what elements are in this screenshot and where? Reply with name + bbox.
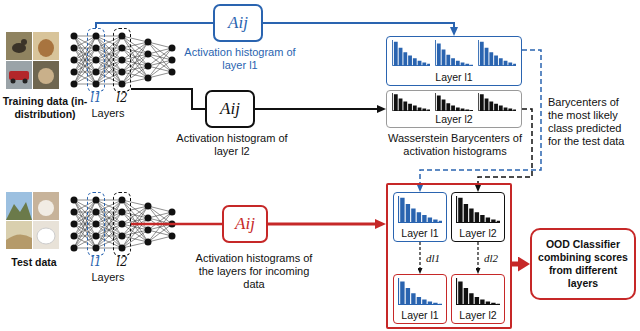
node-text: Layer l2 — [435, 113, 472, 125]
connector — [419, 242, 420, 268]
node-text: Layer l2 — [459, 227, 496, 239]
connector — [131, 223, 222, 226]
car-wheel — [23, 79, 28, 84]
layer-box: l2 — [113, 28, 131, 92]
activation-box: Aij — [205, 90, 255, 128]
node-text: Layer l1 — [435, 71, 472, 83]
annotation-label: Training data (in-distribution) — [2, 95, 88, 121]
histogram — [399, 196, 442, 223]
histogram-box: Layer l2 — [451, 274, 505, 324]
connector — [268, 223, 375, 226]
connector — [477, 242, 478, 268]
histogram — [399, 278, 442, 305]
activation-box: Aij — [222, 205, 268, 243]
annotation-label: Activation histogram of layer l1 — [180, 46, 300, 72]
annotation-label: Layers — [78, 107, 138, 120]
dog-shape — [37, 228, 55, 244]
histogram-box: Layer l1 — [386, 36, 522, 86]
histogram — [392, 40, 430, 66]
image-tile — [33, 221, 59, 249]
layer-box: l1 — [87, 192, 105, 256]
annotation-label: Activation histogram of layer l2 — [172, 132, 292, 158]
histogram-box: Layer l2 — [451, 192, 505, 242]
annotation-label: Wasserstein Barycenters of activation hi… — [384, 132, 526, 158]
node-text: OOD Classifier combining scores from dif… — [535, 238, 631, 290]
bird-shape — [21, 39, 27, 45]
cat-shape — [38, 68, 54, 84]
connector — [512, 262, 518, 267]
layer-box: l2 — [113, 192, 131, 256]
training-images — [6, 32, 59, 89]
annotation-label: Activation histograms of the layers for … — [188, 252, 320, 291]
annotation-label: Barycenters of the most likely class pre… — [548, 96, 636, 148]
histogram-box: Layer l1 — [393, 274, 447, 324]
annotation-label: Layers — [78, 271, 138, 284]
image-tile — [6, 192, 32, 220]
histogram — [478, 40, 516, 66]
dog-shape — [38, 200, 54, 216]
node-text: l1 — [76, 256, 116, 269]
image-tile — [6, 61, 32, 89]
node-text: Layer l2 — [459, 309, 496, 321]
dog-shape — [38, 39, 54, 57]
histogram — [478, 93, 516, 111]
mountain-shape — [6, 202, 32, 220]
connector — [131, 89, 205, 109]
histogram — [457, 196, 500, 223]
car-shape — [9, 71, 29, 80]
histogram — [435, 93, 473, 111]
distance-label: dl2 — [482, 252, 500, 265]
classifier-box: OOD Classifier combining scores from dif… — [530, 228, 636, 300]
histogram — [457, 278, 500, 305]
car-wheel — [11, 79, 16, 84]
connector — [263, 23, 454, 27]
node-text: Aij — [228, 13, 248, 33]
histogram — [435, 40, 473, 66]
node-text: l2 — [102, 256, 142, 269]
histogram — [392, 93, 430, 111]
test-images — [6, 192, 59, 249]
histograms — [392, 40, 516, 305]
image-tile — [33, 32, 59, 60]
image-tile — [6, 221, 32, 249]
histogram-box: Layer l2 — [386, 90, 522, 128]
image-tile — [33, 192, 59, 220]
annotation-label: Test data — [2, 256, 66, 269]
layer-box: l1 — [87, 28, 105, 92]
image-tile — [33, 61, 59, 89]
node-text: Layer l1 — [401, 309, 438, 321]
node-text: Aij — [220, 99, 240, 119]
node-text: Layer l1 — [401, 227, 438, 239]
dune-shape — [6, 234, 32, 249]
image-tile — [6, 32, 32, 60]
connector — [255, 108, 377, 110]
activation-box: Aij — [213, 4, 263, 42]
distance-label: dl1 — [424, 252, 442, 265]
histogram-box: Layer l1 — [393, 192, 447, 242]
node-text: l2 — [102, 92, 142, 105]
connector — [96, 23, 213, 28]
connector — [420, 50, 541, 185]
node-text: Aij — [235, 214, 255, 234]
